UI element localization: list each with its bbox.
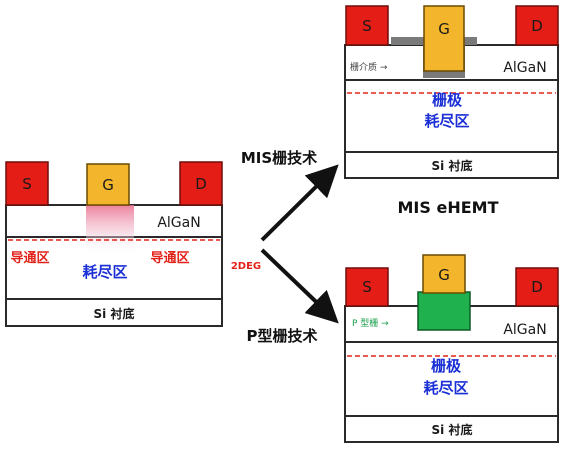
mis-gate-tech-label: MIS栅技术 (241, 149, 317, 167)
2deg-label: 2DEG (231, 261, 261, 272)
bottom-substrate-layer (344, 415, 559, 443)
p-gate-tech-label: P型栅技术 (247, 327, 318, 345)
gate-dielectric-label: 栅介质 → (350, 61, 388, 73)
left-conduction-label: 导通区 (10, 250, 49, 266)
left-source-label: S (22, 175, 32, 193)
bottom-drain-label: D (531, 278, 543, 296)
bottom-depletion-line1: 栅极 (431, 357, 462, 375)
left-substrate-layer (5, 298, 223, 327)
bottom-algan-label: AlGaN (503, 322, 546, 338)
left-depletion-label: 耗尽区 (82, 263, 127, 281)
left-substrate-label: Si 衬底 (94, 306, 135, 321)
left-algan-label: AlGaN (157, 215, 200, 231)
left-gate-electrode (86, 163, 130, 206)
top-gate-label: G (438, 20, 450, 38)
top-depletion-line1: 栅极 (432, 91, 463, 109)
top-drain-label: D (531, 17, 543, 35)
top-device-mis: S G D 栅介质 → AlGaN 栅极 耗尽区 Si 衬底 MIS eHEMT (344, 5, 559, 217)
left-drain-label: D (195, 175, 207, 193)
top-substrate-layer (344, 151, 559, 179)
top-substrate-label: Si 衬底 (432, 158, 473, 173)
top-gate-electrode (423, 5, 465, 72)
transition-arrows: MIS栅技术 P型栅技术 (241, 149, 339, 345)
bottom-gan-layer (344, 341, 559, 417)
top-algan-label: AlGaN (503, 60, 546, 76)
top-gan-layer (344, 79, 559, 153)
top-drain-electrode (515, 5, 559, 46)
left-source-electrode (5, 161, 49, 206)
left-depletion-shading (86, 205, 134, 255)
right-conduction-label: 导通区 (150, 250, 189, 266)
bottom-device-pgate: S G D P 型栅 → AlGaN 栅极 耗尽区 Si 衬底 (344, 254, 559, 443)
bottom-gate-label: G (438, 266, 450, 284)
bottom-source-label: S (362, 278, 372, 296)
left-drain-electrode (179, 161, 223, 206)
left-device: S G D AlGaN 导通区 导通区 耗尽区 Si 衬底 2DEG (5, 161, 261, 327)
top-depletion-line2: 耗尽区 (424, 112, 469, 130)
lower-arrow (260, 248, 339, 324)
p-gate-label: P 型栅 → (352, 317, 389, 329)
bottom-drain-electrode (515, 267, 559, 307)
p-gan-gate-layer (417, 291, 471, 331)
left-gate-label: G (102, 176, 114, 194)
bottom-gate-electrode (422, 254, 466, 294)
top-source-electrode (345, 5, 389, 46)
upper-arrow (260, 164, 339, 242)
top-source-label: S (362, 17, 372, 35)
mis-ehemt-caption: MIS eHEMT (398, 198, 499, 217)
bottom-depletion-line2: 耗尽区 (423, 379, 468, 397)
bottom-substrate-label: Si 衬底 (432, 422, 473, 437)
bottom-source-electrode (345, 267, 389, 307)
